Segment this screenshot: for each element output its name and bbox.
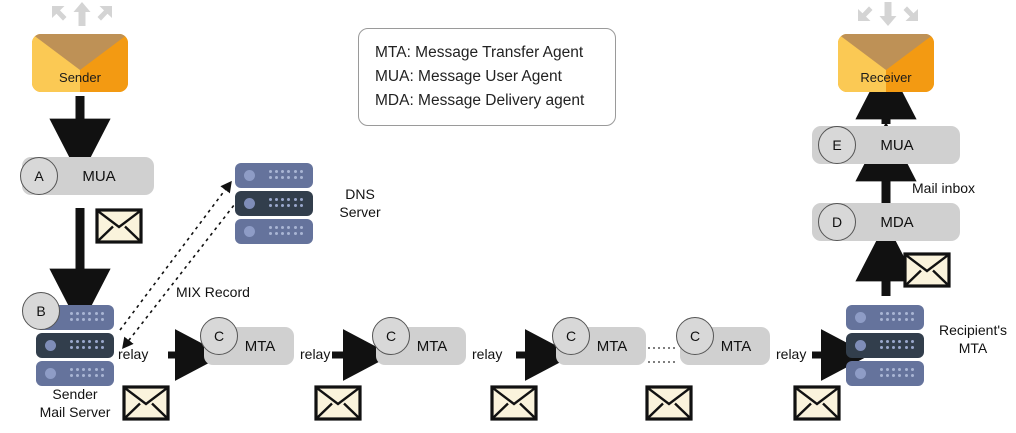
server-led-icon: [45, 368, 56, 379]
sender-envelope: Sender: [32, 34, 128, 92]
server-dots-icon: [269, 170, 305, 181]
server-tier-middle: [846, 333, 924, 358]
relay-label-1: relay: [118, 346, 149, 362]
mix-record-label: MIX Record: [176, 284, 250, 300]
receiver-envelope: Receiver: [838, 34, 934, 92]
receiver-mua-box[interactable]: MUA: [812, 126, 960, 164]
step-badge-b: B: [22, 292, 60, 330]
step-badge-c-2: C: [372, 317, 410, 355]
mta-label-2: MTA: [416, 337, 448, 355]
server-dots-icon: [70, 340, 106, 351]
server-tier-bottom: [846, 361, 924, 386]
server-dots-icon: [880, 312, 916, 323]
legend-box: MTA: Message Transfer Agent MUA: Message…: [358, 28, 616, 127]
relay-label-4: relay: [776, 346, 807, 362]
three-arrows-inward-icon: [838, 2, 938, 32]
mail-envelope-icon: [645, 385, 693, 421]
server-tier-top: [846, 305, 924, 330]
mta-label-4: MTA: [720, 337, 752, 355]
receiver-mda-label: MDA: [880, 213, 914, 231]
mail-envelope-icon: [903, 252, 951, 288]
server-tier-top: [235, 163, 313, 188]
relay-label-3: relay: [472, 346, 503, 362]
receiver-label: Receiver: [860, 70, 912, 85]
mail-envelope-icon: [122, 385, 170, 421]
recipient-mta-server: [846, 305, 924, 387]
server-led-icon: [855, 340, 866, 351]
server-led-icon: [855, 368, 866, 379]
relay-label-2: relay: [300, 346, 331, 362]
sender-label: Sender: [59, 70, 101, 85]
server-tier-middle: [36, 333, 114, 358]
server-led-icon: [855, 312, 866, 323]
three-arrows-outward-icon: [32, 2, 132, 32]
mail-inbox-label: Mail inbox: [912, 180, 976, 196]
server-dots-icon: [880, 340, 916, 351]
sender-mua-label: MUA: [82, 167, 116, 185]
server-led-icon: [45, 340, 56, 351]
server-tier-bottom: [36, 361, 114, 386]
mta-label-3: MTA: [596, 337, 628, 355]
legend-line-mta: MTA: Message Transfer Agent: [375, 44, 584, 61]
server-dots-icon: [70, 312, 106, 323]
server-dots-icon: [70, 368, 106, 379]
recipient-mta-caption: Recipient's MTA: [938, 322, 1008, 356]
server-led-icon: [244, 198, 255, 209]
mta-label-1: MTA: [244, 337, 276, 355]
step-badge-c-1: C: [200, 317, 238, 355]
server-tier-bottom: [235, 219, 313, 244]
server-dots-icon: [269, 226, 305, 237]
server-dots-icon: [880, 368, 916, 379]
step-badge-c-4: C: [676, 317, 714, 355]
server-led-icon: [244, 226, 255, 237]
step-badge-c-3: C: [552, 317, 590, 355]
receiver-mua-label: MUA: [880, 136, 914, 154]
legend-line-mda: MDA: Message Delivery agent: [375, 92, 585, 110]
legend-line-mua: MUA: Message User Agent: [375, 68, 562, 86]
server-tier-middle: [235, 191, 313, 216]
dns-server-caption: DNS Server: [339, 186, 381, 220]
dns-server: [235, 163, 313, 245]
mail-envelope-icon: [793, 385, 841, 421]
mail-envelope-icon: [490, 385, 538, 421]
sender-mail-server-caption: Sender Mail Server: [39, 386, 111, 420]
step-badge-d: D: [818, 203, 856, 241]
server-led-icon: [244, 170, 255, 181]
mail-envelope-icon: [95, 208, 143, 244]
step-badge-e: E: [818, 126, 856, 164]
step-badge-a: A: [20, 157, 58, 195]
mail-envelope-icon: [314, 385, 362, 421]
server-dots-icon: [269, 198, 305, 209]
